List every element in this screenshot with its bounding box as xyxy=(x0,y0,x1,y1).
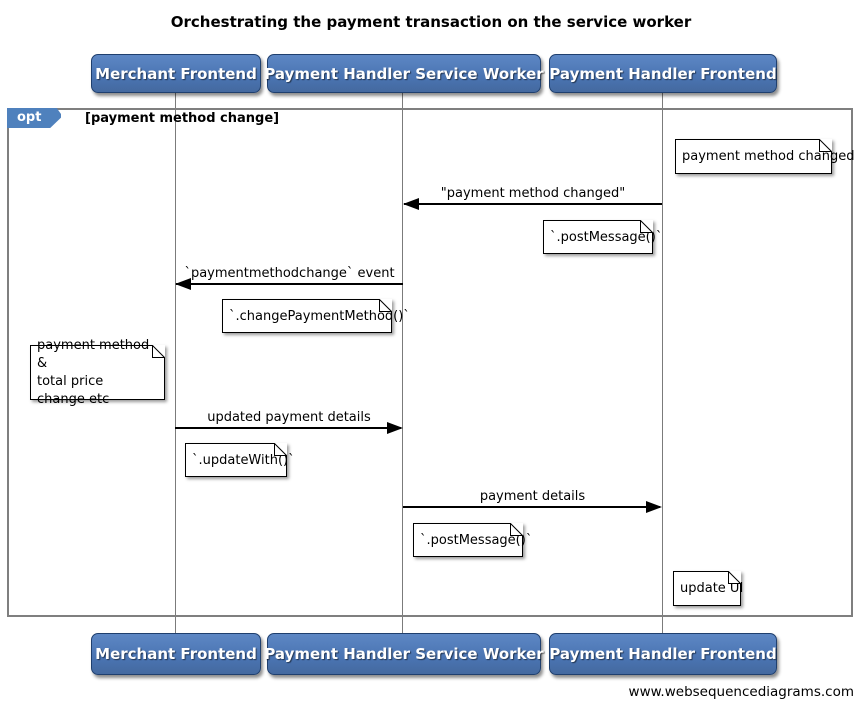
note-fold-icon xyxy=(274,443,287,456)
arrowhead-left-icon xyxy=(175,278,191,290)
note-fold-icon xyxy=(510,523,523,536)
message-line xyxy=(404,203,662,205)
note-text: payment method & total price change etc xyxy=(37,337,150,407)
opt-guard-condition: [payment method change] xyxy=(85,111,280,126)
lifeline-payment-handler-frontend xyxy=(662,91,663,633)
note-fold-icon xyxy=(152,345,165,358)
opt-operator-tab: opt xyxy=(7,108,61,128)
actor-label: Merchant Frontend xyxy=(95,64,257,83)
lifeline-merchant-frontend xyxy=(175,91,176,633)
message-line xyxy=(176,283,403,285)
lifeline-payment-handler-service-worker xyxy=(402,91,403,633)
note-postmessage-1: `.postMessage()` xyxy=(543,220,662,254)
actor-label: Payment Handler Service Worker xyxy=(264,645,544,663)
actor-payment-handler-service-worker-top: Payment Handler Service Worker xyxy=(264,54,544,93)
note-fold-icon xyxy=(379,299,392,312)
note-fold-icon xyxy=(640,220,653,233)
actor-merchant-frontend-top: Merchant Frontend xyxy=(91,54,261,93)
note-text: `.postMessage()` xyxy=(420,532,533,548)
message-line xyxy=(175,427,401,429)
actor-payment-handler-service-worker-bottom: Payment Handler Service Worker xyxy=(264,633,544,675)
note-updatewith: `.updateWith()` xyxy=(185,443,295,477)
actor-payment-handler-frontend-bottom: Payment Handler Frontend xyxy=(549,633,777,675)
note-text: update UI xyxy=(680,581,744,596)
actor-payment-handler-frontend-top: Payment Handler Frontend xyxy=(549,54,777,93)
note-payment-method-total-price: payment method & total price change etc xyxy=(30,338,165,407)
note-text: `.changePaymentMethod()` xyxy=(229,308,410,324)
watermark-url: www.websequencediagrams.com xyxy=(628,684,854,700)
note-changepaymentmethod: `.changePaymentMethod()` xyxy=(222,299,410,333)
opt-fragment-frame xyxy=(7,108,853,617)
actor-label: Payment Handler Frontend xyxy=(549,645,777,663)
note-update-ui: update UI xyxy=(673,571,744,606)
actor-merchant-frontend-bottom: Merchant Frontend xyxy=(91,633,261,675)
note-text: `.postMessage()` xyxy=(550,229,663,245)
arrowhead-right-icon xyxy=(387,422,403,434)
message-label: updated payment details xyxy=(207,410,371,425)
message-label: `paymentmethodchange` event xyxy=(184,266,395,281)
arrowhead-right-icon xyxy=(646,501,662,513)
actor-label: Payment Handler Frontend xyxy=(549,64,777,83)
message-label: payment details xyxy=(479,489,586,504)
note-text: payment method changed xyxy=(682,149,855,164)
note-fold-icon xyxy=(819,139,832,152)
actor-label: Payment Handler Service Worker xyxy=(264,64,544,83)
note-fold-icon xyxy=(728,571,741,584)
arrowhead-left-icon xyxy=(403,198,419,210)
message-line xyxy=(403,506,660,508)
note-payment-method-changed: payment method changed xyxy=(675,139,854,174)
note-postmessage-2: `.postMessage()` xyxy=(413,523,532,557)
note-text: `.updateWith()` xyxy=(192,452,295,468)
actor-label: Merchant Frontend xyxy=(95,645,257,663)
diagram-title: Orchestrating the payment transaction on… xyxy=(170,13,692,31)
message-label: "payment method changed" xyxy=(440,186,626,201)
